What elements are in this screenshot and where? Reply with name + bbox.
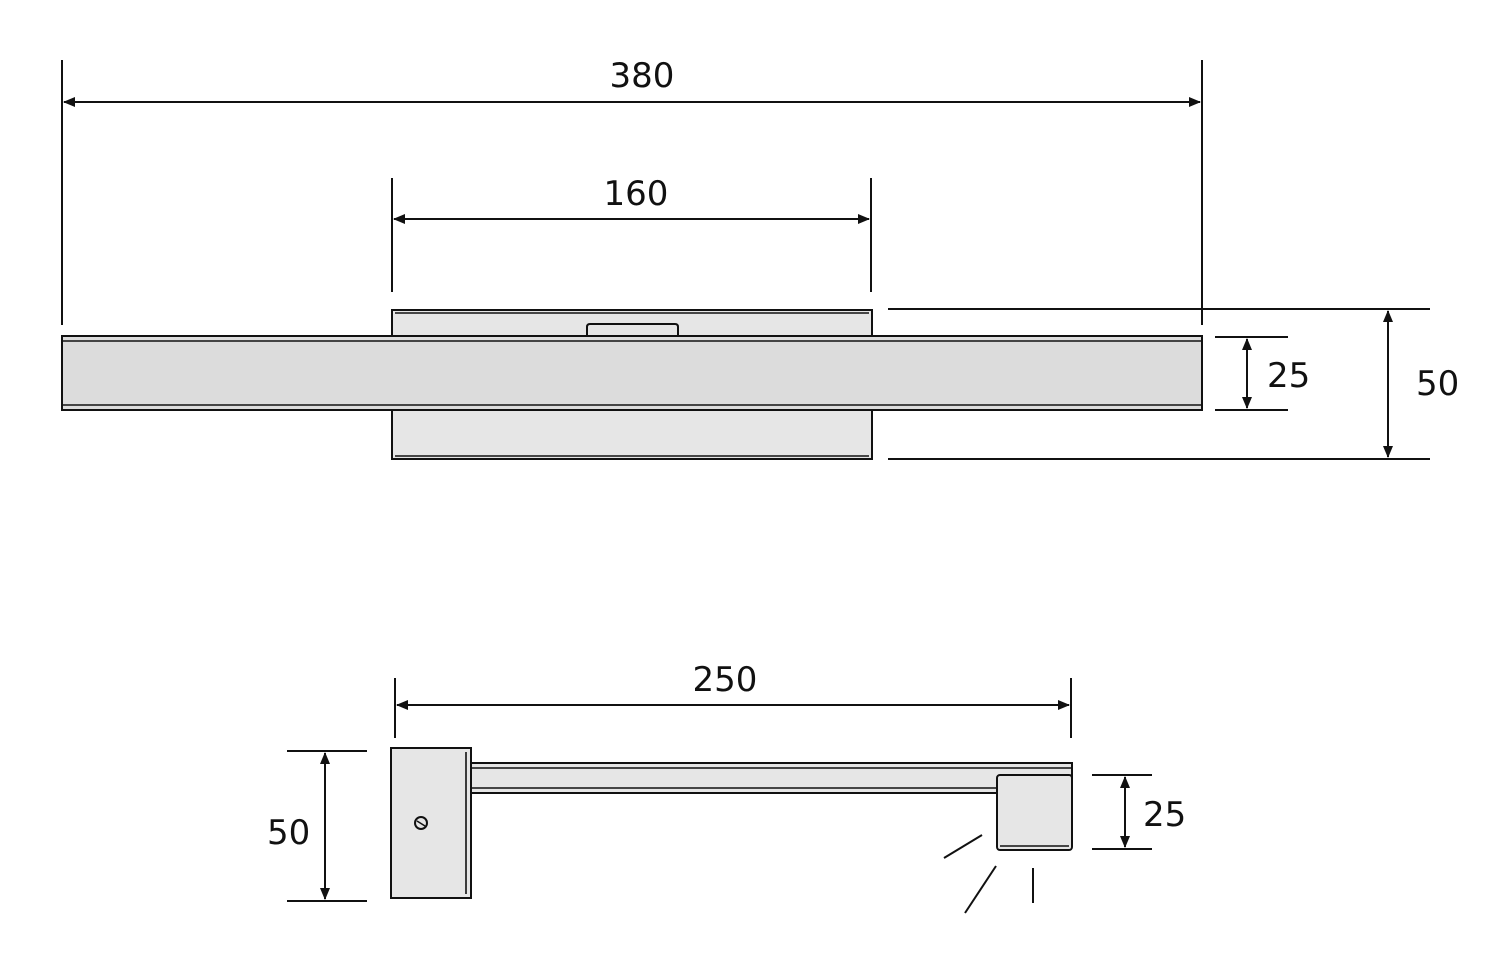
screw-icon [414,816,428,830]
dimension-label-160: 160 [604,174,669,214]
dimension-overall-length: 380 [61,56,1203,325]
dimension-bracket-width: 160 [391,174,872,292]
light-ray [964,865,997,914]
dimension-label-250: 250 [693,660,758,700]
top-view: 380 160 25 50 [61,56,1459,460]
light-rays-icon [943,834,1034,914]
dimension-projection: 250 [394,660,1072,738]
wall-base-side [390,747,472,899]
bracket-tab [586,323,679,337]
dimension-label-25-top: 25 [1267,356,1310,396]
lamp-head-side [996,774,1073,851]
dimension-label-25-side: 25 [1143,795,1186,835]
side-view: 250 50 25 [267,660,1186,914]
dimension-label-380: 380 [610,56,675,96]
dimension-label-50-top: 50 [1416,364,1459,404]
dimension-bracket-height: 50 [888,308,1459,460]
dimension-label-50-side: 50 [267,813,310,853]
dimension-bar-height: 25 [1215,336,1310,411]
lamp-bar-top [61,335,1203,411]
light-ray [943,834,983,859]
dimension-base-height: 50 [267,750,367,902]
dimension-head-height: 25 [1092,774,1186,850]
screw-slot [416,820,426,827]
